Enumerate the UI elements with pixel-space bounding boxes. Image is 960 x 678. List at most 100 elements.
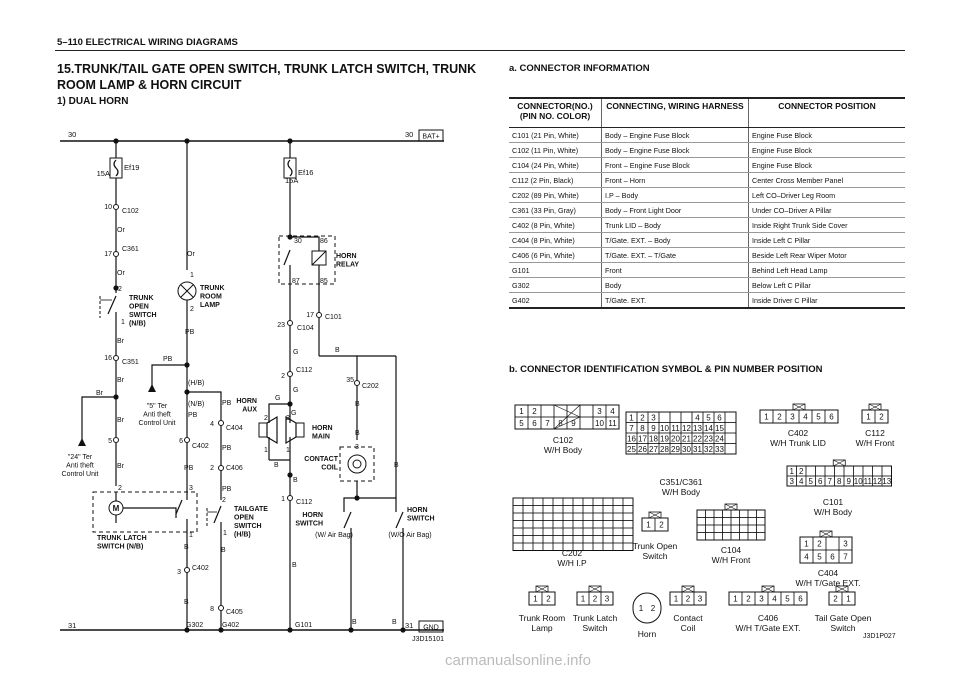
connector-cell [843, 465, 854, 477]
diagram-label: Br [117, 463, 125, 470]
pin-number: 10 [595, 419, 604, 428]
horn-main-body [295, 422, 305, 438]
connector-cell [572, 527, 584, 536]
pin-number: 6 [798, 595, 803, 604]
pin-number: 13 [693, 424, 702, 433]
connector-cell [756, 509, 766, 518]
table-row: C104 (24 Pin, White)Front – Engine Fuse … [509, 157, 905, 173]
contact-coil [347, 454, 367, 474]
connector-cell [747, 517, 757, 526]
connector-cell [552, 520, 564, 529]
connector-pin [287, 495, 293, 501]
horn-relay-box [278, 235, 336, 285]
diagram-label: C402 [192, 565, 209, 572]
table-cell: Trunk LID – Body [601, 217, 749, 233]
motor-label: M [113, 504, 120, 513]
connector-cell [815, 465, 826, 477]
connector-symbol-heading: b. CONNECTOR IDENTIFICATION SYMBOL & PIN… [509, 364, 823, 375]
diagram-label: C361 [122, 246, 139, 253]
pin-number: 32 [704, 445, 713, 454]
diagram-label: 2 [190, 306, 194, 313]
connector-info-heading: a. CONNECTOR INFORMATION [509, 63, 650, 74]
diagram-label: 2 [222, 497, 226, 504]
pin-number: 11 [864, 477, 873, 486]
pin-number: 11 [608, 419, 617, 428]
junction-dot [348, 627, 354, 633]
wire [357, 497, 397, 512]
connector-cell [834, 465, 845, 477]
page-title: 15.TRUNK/TAIL GATE OPEN SWITCH, TRUNK LA… [57, 62, 477, 92]
diagram-label: 8 [210, 606, 214, 613]
diagram-label: 1 [223, 530, 227, 537]
pin-number: 22 [693, 434, 702, 443]
diagram-label: PB [188, 412, 198, 419]
table-row: C361 (33 Pin, Gray)Body – Front Light Do… [509, 202, 905, 218]
pin-number: 6 [830, 553, 835, 562]
connector-cell [622, 520, 634, 529]
diagram-label: B [394, 462, 399, 469]
table-cell: C202 (89 Pin, White) [509, 187, 602, 203]
lamp-filament [180, 284, 194, 298]
table-cell: Inside Right Trunk Side Cover [748, 217, 905, 233]
connector-lock [681, 585, 695, 593]
diagram-label: G [293, 349, 298, 356]
pin-number: 1 [846, 595, 851, 604]
pin-number: 2 [777, 413, 782, 422]
pin-number: 9 [571, 419, 576, 428]
diagram-label: B [293, 477, 298, 484]
connector-cell [680, 411, 693, 423]
table-cell: Front – Engine Fuse Block [601, 157, 749, 173]
diagram-label: PB [222, 445, 232, 452]
connector-cell [654, 517, 669, 532]
connector-cell [552, 535, 564, 544]
connector-cell [730, 532, 740, 541]
connector-cell [572, 505, 584, 514]
connector-table: CONNECTOR(NO.) (PIN NO. COLOR)CONNECTING… [509, 97, 905, 309]
connector-cell [739, 517, 749, 526]
table-cell: Engine Fuse Block [748, 142, 905, 158]
table-cell: T/Gate. EXT. [601, 292, 749, 309]
connector-cell [722, 517, 732, 526]
diagram-label: 5 [108, 438, 112, 445]
pin-number: 7 [828, 477, 833, 486]
wire-g [268, 403, 290, 418]
bat-label: BAT+ [422, 134, 439, 141]
diagram-label: C406 [226, 465, 243, 472]
connector-lock [535, 585, 549, 593]
connector-cell [572, 497, 584, 506]
connector-cell [512, 542, 524, 551]
connector-cell [552, 527, 564, 536]
diagram-label: (N/B) [188, 401, 204, 408]
connector-pin [218, 605, 224, 611]
connector-cell [724, 443, 737, 455]
page-header: 5–110 ELECTRICAL WIRING DIAGRAMS [57, 37, 238, 48]
connector-cell [579, 404, 594, 418]
diagram-label: 87 [292, 278, 300, 285]
fuse-amp: 15A [285, 176, 298, 185]
pin-number: 1 [581, 595, 586, 604]
diagram-label: Br [96, 390, 104, 397]
diagram-label: 1 [264, 447, 268, 454]
latch-blade [175, 499, 183, 515]
pin-number: 12 [873, 477, 882, 486]
lock-hatch [868, 403, 882, 411]
connector-cell [592, 535, 604, 544]
diagram-label: 2 [210, 465, 214, 472]
table-cell: I.P – Body [601, 187, 749, 203]
pin-number: 3 [759, 595, 764, 604]
pin-number: 10 [660, 424, 669, 433]
diagram-label: G [293, 387, 298, 394]
connector-cell [572, 512, 584, 521]
connector-pin [113, 437, 119, 443]
trunk-latch-box [92, 491, 198, 533]
table-cell: Inside Driver C Pillar [748, 292, 905, 309]
pin-number: 2 [833, 595, 838, 604]
pin-number: 2 [686, 595, 691, 604]
connector-cell [874, 409, 889, 424]
connector-cell [602, 497, 614, 506]
